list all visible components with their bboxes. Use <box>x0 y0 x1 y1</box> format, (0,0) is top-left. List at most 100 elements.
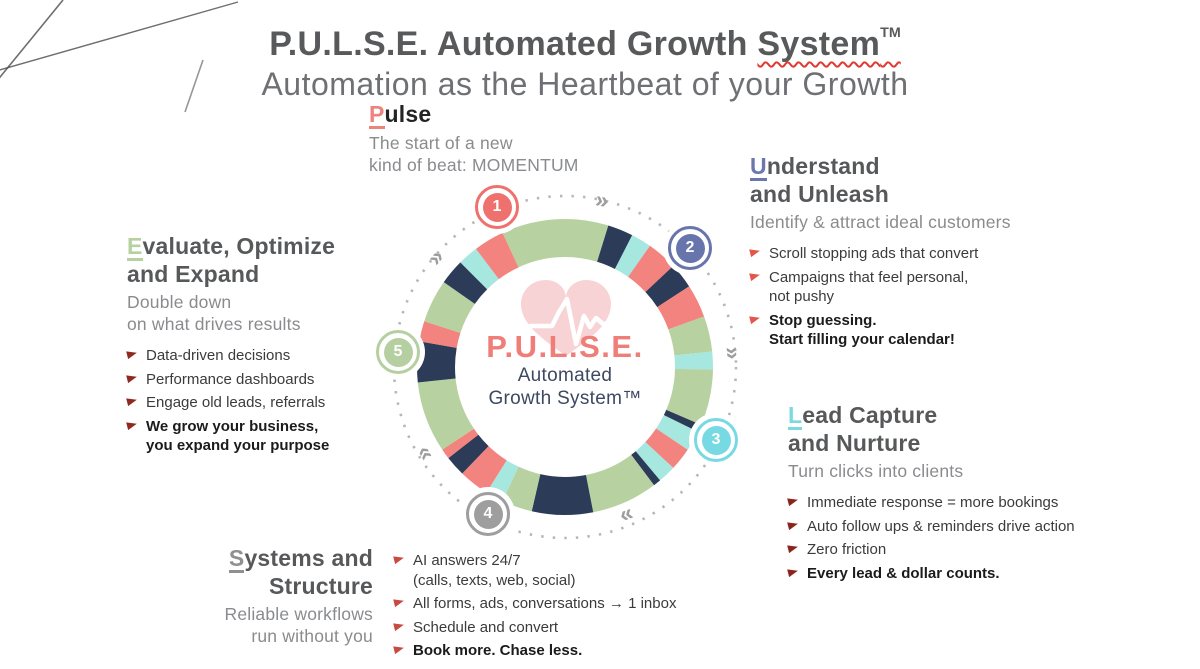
bullet-arrow-icon <box>749 313 761 324</box>
bullet-text: Performance dashboards <box>146 370 315 388</box>
section-systems-bullets: AI answers 24/7 (calls, texts, web, soci… <box>393 551 734 661</box>
bullet-arrow-icon <box>393 643 405 655</box>
flow-chevron-icon: » <box>720 345 747 359</box>
section-evaluate-subtext: Double down on what drives results <box>127 292 301 335</box>
bullet-arrow-icon <box>787 566 799 577</box>
step-number: 5 <box>383 337 413 367</box>
step-node-4: 4 <box>466 492 510 536</box>
section-pulse-subtext: The start of a new kind of beat: MOMENTU… <box>369 133 579 176</box>
bullet-item: AI answers 24/7 (calls, texts, web, soci… <box>393 551 734 590</box>
bullet-item: Every lead & dollar counts. <box>787 564 1178 584</box>
title-text: P.U.L.S.E. Automated Growth <box>269 25 758 63</box>
center-acronym: P.U.L.S.E. <box>486 329 644 364</box>
ring-segment <box>614 235 650 278</box>
ring-segment <box>475 232 519 280</box>
center-line2: Growth System™ <box>488 388 642 409</box>
subtitle: Automation as the Heartbeat of your Grow… <box>261 66 909 102</box>
ring-segment <box>645 266 690 308</box>
step-number: 2 <box>675 233 705 263</box>
ring-segment <box>448 434 489 474</box>
bullet-text: Auto follow ups & reminders drive action <box>807 517 1075 535</box>
bullet-arrow-icon <box>393 553 405 565</box>
step-node-2: 2 <box>668 226 712 270</box>
ring-segment <box>627 245 674 293</box>
bullet-item: Schedule and convert <box>393 618 734 638</box>
bullet-item: Performance dashboards <box>126 370 407 390</box>
bullet-item: Scroll stopping ads that convert <box>749 244 1120 264</box>
bullet-item: Engage old leads, referrals <box>126 393 407 413</box>
bullet-text: Every lead & dollar counts. <box>807 564 1000 582</box>
ring-segment <box>419 321 461 349</box>
bullet-text: Immediate response = more bookings <box>807 494 1059 512</box>
bullet-arrow-icon <box>126 419 138 430</box>
section-systems-subtext: Reliable workflows run without you <box>224 604 373 647</box>
bullet-arrow-icon <box>393 596 405 608</box>
ring-segment <box>417 377 475 450</box>
bullet-item: Data-driven decisions <box>126 346 407 366</box>
bullet-arrow-icon <box>787 519 799 530</box>
bullet-arrow-icon <box>126 372 138 383</box>
step-node-3: 3 <box>694 418 738 462</box>
ring-segment <box>596 225 633 270</box>
title-squiggle-word: SystemTM <box>757 25 901 63</box>
section-pulse: Pulse The start of a new kind of beat: M… <box>369 101 639 176</box>
page-title: P.U.L.S.E. Automated Growth SystemTM <box>261 12 908 65</box>
ring-segment <box>460 248 500 290</box>
step-number: 3 <box>701 425 731 455</box>
ring-segment <box>656 286 705 330</box>
ring-segment <box>585 454 655 513</box>
ring-segment <box>635 441 674 481</box>
bullet-arrow-icon <box>787 543 799 554</box>
step-node-1: 1 <box>475 185 519 229</box>
bullet-arrow-icon <box>393 620 405 631</box>
center-line1: Automated <box>517 365 613 386</box>
bullet-item: Stop guessing. Start filling your calend… <box>749 311 1120 350</box>
bullet-text: Engage old leads, referrals <box>146 394 326 412</box>
ring-segment <box>674 351 714 370</box>
ring-segment <box>668 316 713 357</box>
bullet-text: Data-driven decisions <box>146 347 291 365</box>
bullet-text: Scroll stopping ads that convert <box>769 245 979 263</box>
dotted-cycle-path <box>392 194 738 540</box>
step-number: 4 <box>473 499 503 529</box>
ring-segment <box>417 341 457 383</box>
ring-segment <box>645 428 688 468</box>
bullet-text: All forms, ads, conversations → 1 inbox <box>413 595 677 612</box>
bullet-text: We grow your business, you expand your p… <box>146 417 330 455</box>
step-node-5: 5 <box>376 330 420 374</box>
bullet-arrow-icon <box>749 247 761 258</box>
bullet-arrow-icon <box>126 349 138 360</box>
bullet-text: Zero friction <box>807 541 887 559</box>
ring-segment <box>443 262 488 305</box>
bullet-item: Immediate response = more bookings <box>787 493 1178 513</box>
bullet-text: Campaigns that feel personal, not pushy <box>769 268 969 306</box>
bullet-item: Campaigns that feel personal, not pushy <box>749 268 1120 307</box>
bullet-item: We grow your business, you expand your p… <box>126 417 407 456</box>
section-pulse-heading: Pulse <box>369 101 639 130</box>
ring-segment <box>442 428 479 458</box>
bullet-item: Zero friction <box>787 540 1178 560</box>
bullet-item: Auto follow ups & reminders drive action <box>787 517 1178 537</box>
section-lead-subtext: Turn clicks into clients <box>788 461 964 482</box>
ring-segment <box>655 414 698 450</box>
bullet-text: Schedule and convert <box>413 618 559 636</box>
bullet-text: Book more. Chase less. <box>413 642 583 659</box>
ring-segment <box>663 409 702 432</box>
section-understand-subtext: Identify & attract ideal customers <box>750 212 1011 233</box>
ring-segment <box>502 219 609 268</box>
ring-segment <box>462 445 508 493</box>
heart-pulse-icon <box>521 280 619 356</box>
ring-segment <box>486 460 519 502</box>
bullet-item: All forms, ads, conversations → 1 inbox <box>393 594 734 614</box>
